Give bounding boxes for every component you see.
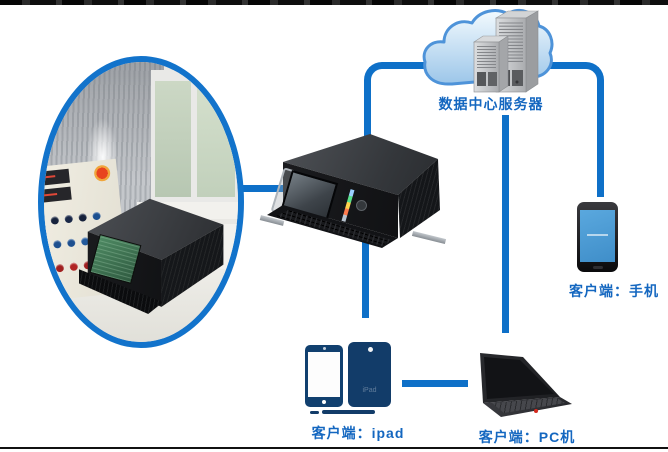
panel-button — [69, 262, 79, 272]
photo-rack-computer — [78, 196, 226, 314]
tablet-pair-icon: iPad — [303, 340, 395, 418]
pc-label: 客户端：PC机 — [478, 429, 576, 445]
tablet-brand-text: iPad — [362, 387, 377, 394]
stylus-nib — [310, 411, 319, 414]
ipad-label: 客户端：ipad — [311, 425, 405, 441]
tablet-home-button — [322, 400, 326, 404]
central-server — [259, 132, 460, 254]
tablet-camera-dot — [323, 347, 326, 350]
panel-button — [64, 214, 74, 224]
tablet-rear-camera-dot — [367, 347, 373, 352]
smartphone-icon — [577, 202, 618, 272]
phone-screen-text-line — [587, 233, 608, 236]
digital-display — [44, 186, 73, 204]
server-knob — [356, 200, 367, 211]
phone-screen — [580, 210, 615, 262]
site-photo — [38, 56, 244, 348]
bottom-edge-rule — [0, 447, 668, 449]
connector-ipad-to-pc — [402, 380, 468, 387]
photo-window-pane — [155, 81, 191, 197]
connector-cloud-to-phone — [539, 62, 604, 197]
panel-button — [50, 215, 60, 225]
laptop-logo-dot — [534, 409, 538, 413]
panel-button — [55, 264, 65, 273]
datacenter-label: 数据中心服务器 — [438, 96, 544, 112]
stylus-bar — [322, 410, 375, 414]
server-tower-short — [473, 35, 509, 93]
laptop-icon — [470, 346, 574, 420]
emergency-stop-button — [93, 164, 112, 183]
photo-window-pane — [196, 81, 236, 197]
tablet-screen — [308, 352, 340, 397]
panel-button — [53, 239, 62, 249]
server-rail-right — [411, 230, 447, 245]
connector-datacenter-to-pc — [502, 115, 509, 333]
digital-display — [44, 168, 71, 186]
tablet-back: iPad — [348, 342, 391, 407]
cloud-datacenter-icon — [418, 4, 556, 98]
tablet-front — [305, 345, 343, 407]
phone-home-button — [592, 266, 603, 269]
connector-server-to-cloud — [364, 62, 427, 161]
top-edge-bar — [0, 0, 668, 5]
phone-label: 客户端：手机 — [569, 283, 659, 299]
photo-window — [150, 70, 238, 205]
panel-button — [67, 238, 76, 248]
connector-photo-to-server — [232, 185, 294, 192]
connector-server-to-ipad — [362, 240, 369, 318]
display-digits — [44, 175, 56, 179]
display-digits — [44, 192, 58, 197]
